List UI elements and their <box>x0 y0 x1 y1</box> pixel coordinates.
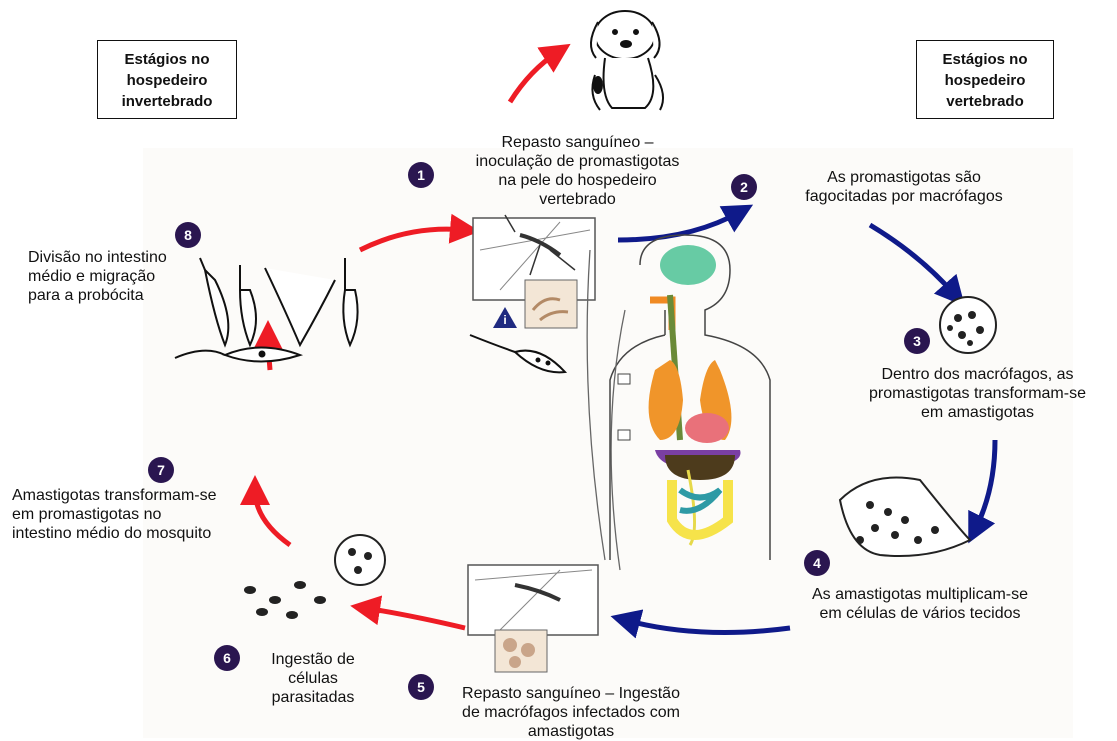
arrow-to-dog <box>510 52 558 102</box>
dog-illustration <box>591 11 663 110</box>
infected-tissue-drawing <box>840 478 970 557</box>
step-8-label: Divisão no intestino médio e migração pa… <box>28 248 208 305</box>
invertebrate-host-label: Estágios no hospedeiro invertebrado <box>122 51 213 110</box>
step-3-label: Dentro dos macrófagos, as promastigotas … <box>846 365 1109 422</box>
step-badge-7: 7 <box>148 457 174 483</box>
arrow-3-to-4 <box>975 440 995 530</box>
step-badge-8: 8 <box>175 222 201 248</box>
infective-stage-marker: i <box>499 313 511 327</box>
arrow-8-to-1 <box>360 229 465 250</box>
promastigote-drawing <box>470 335 565 372</box>
mosquito-inset-top <box>473 215 595 328</box>
step-badge-6: 6 <box>214 645 240 671</box>
step-badge-1: 1 <box>408 162 434 188</box>
mosquito-inset-bottom <box>468 565 598 672</box>
human-body-illustration <box>587 235 770 570</box>
promastigote-stage-7 <box>175 348 300 362</box>
arrow-4-to-5 <box>625 620 790 633</box>
step-1-label: Repasto sanguíneo – inoculação de promas… <box>465 133 690 209</box>
step-6-label: Ingestão de células parasitadas <box>258 650 368 707</box>
step-4-label: As amastigotas multiplicam-se em células… <box>789 585 1051 623</box>
arrow-5-to-6 <box>365 608 465 628</box>
step-badge-3: 3 <box>904 328 930 354</box>
macrophage-drawing <box>940 297 996 353</box>
step-7-label: Amastigotas transformam-se em promastigo… <box>12 486 272 543</box>
step-badge-4: 4 <box>804 550 830 576</box>
step-badge-2: 2 <box>731 174 757 200</box>
vertebrate-host-box: Estágios no hospedeiro vertebrado <box>916 40 1054 119</box>
promastigotes-stage-8 <box>200 258 358 345</box>
ingested-cells-drawing <box>244 535 385 619</box>
step-badge-5: 5 <box>408 674 434 700</box>
step-5-label: Repasto sanguíneo – Ingestão de macrófag… <box>435 684 707 741</box>
invertebrate-host-box: Estágios no hospedeiro invertebrado <box>97 40 237 119</box>
vertebrate-host-label: Estágios no hospedeiro vertebrado <box>942 51 1027 110</box>
step-2-label: As promastigotas são fagocitadas por mac… <box>774 168 1034 206</box>
arrow-2-to-3 <box>870 225 955 295</box>
